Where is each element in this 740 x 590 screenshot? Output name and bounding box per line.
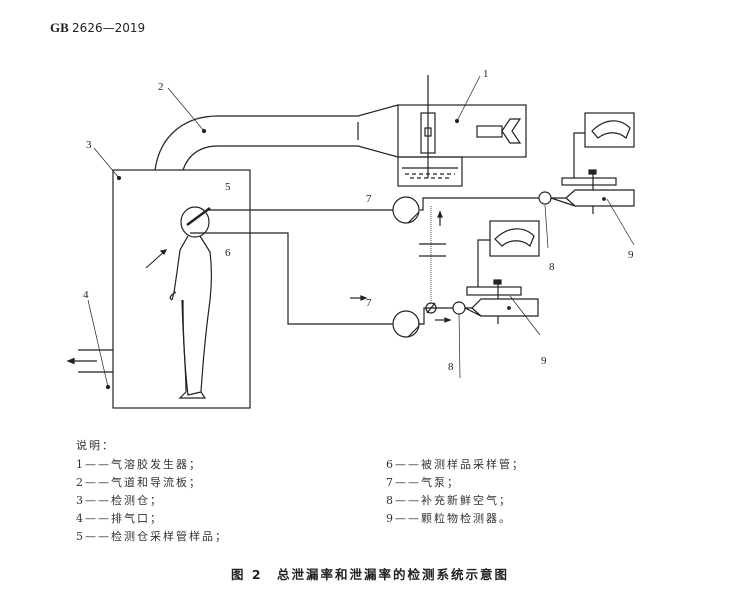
legend-item-3: 3——检测仓； — [76, 494, 163, 507]
legend-item-6: 6——被测样品采样管； — [386, 458, 525, 471]
pump-upper — [392, 196, 420, 224]
aerosol-generator — [397, 75, 527, 187]
test-chamber — [112, 169, 251, 409]
air-duct — [154, 104, 399, 171]
sample-line-6 — [190, 232, 453, 325]
legend-title: 说明： — [76, 439, 115, 452]
bypass-valve — [419, 206, 446, 314]
sample-line-5 — [207, 197, 539, 211]
label-7-lower: 7 — [366, 297, 372, 309]
label-7-upper: 7 — [366, 193, 372, 205]
legend-item-4: 4——排气口； — [76, 512, 163, 525]
legend-item-9: 9——颗粒物检测器。 — [386, 512, 512, 525]
label-9-lower: 9 — [541, 355, 547, 367]
label-3: 3 — [86, 139, 92, 151]
standard-code: GB — [50, 20, 69, 35]
standard-number: 2626—2019 — [72, 21, 146, 35]
pump-lower — [392, 310, 420, 338]
legend-item-5: 5——检测仓采样管样品； — [76, 530, 228, 543]
standard-header: GB 2626—2019 — [50, 20, 145, 36]
label-5: 5 — [225, 181, 231, 193]
fresh-air-inlet-upper — [538, 191, 552, 205]
label-2: 2 — [158, 81, 164, 93]
fresh-air-inlet-lower — [452, 301, 466, 315]
label-6: 6 — [225, 247, 231, 259]
legend-item-8: 8——补充新鲜空气； — [386, 494, 512, 507]
person-figure — [145, 206, 213, 399]
figure-caption: 图 2 总泄漏率和泄漏率的检测系统示意图 — [230, 567, 510, 582]
leader-lines — [87, 75, 635, 388]
particle-detector-lower — [464, 220, 540, 324]
label-8-lower: 8 — [448, 361, 454, 373]
label-4: 4 — [83, 289, 89, 301]
label-9-upper: 9 — [628, 249, 634, 261]
particle-detector-upper — [550, 112, 635, 214]
exhaust-port — [66, 349, 113, 390]
legend-item-2: 2——气道和导流板； — [76, 476, 202, 489]
label-8-upper: 8 — [549, 261, 555, 273]
legend-item-1: 1——气溶胶发生器； — [76, 458, 202, 471]
label-1: 1 — [483, 68, 489, 80]
legend-item-7: 7——气泵； — [386, 476, 460, 489]
